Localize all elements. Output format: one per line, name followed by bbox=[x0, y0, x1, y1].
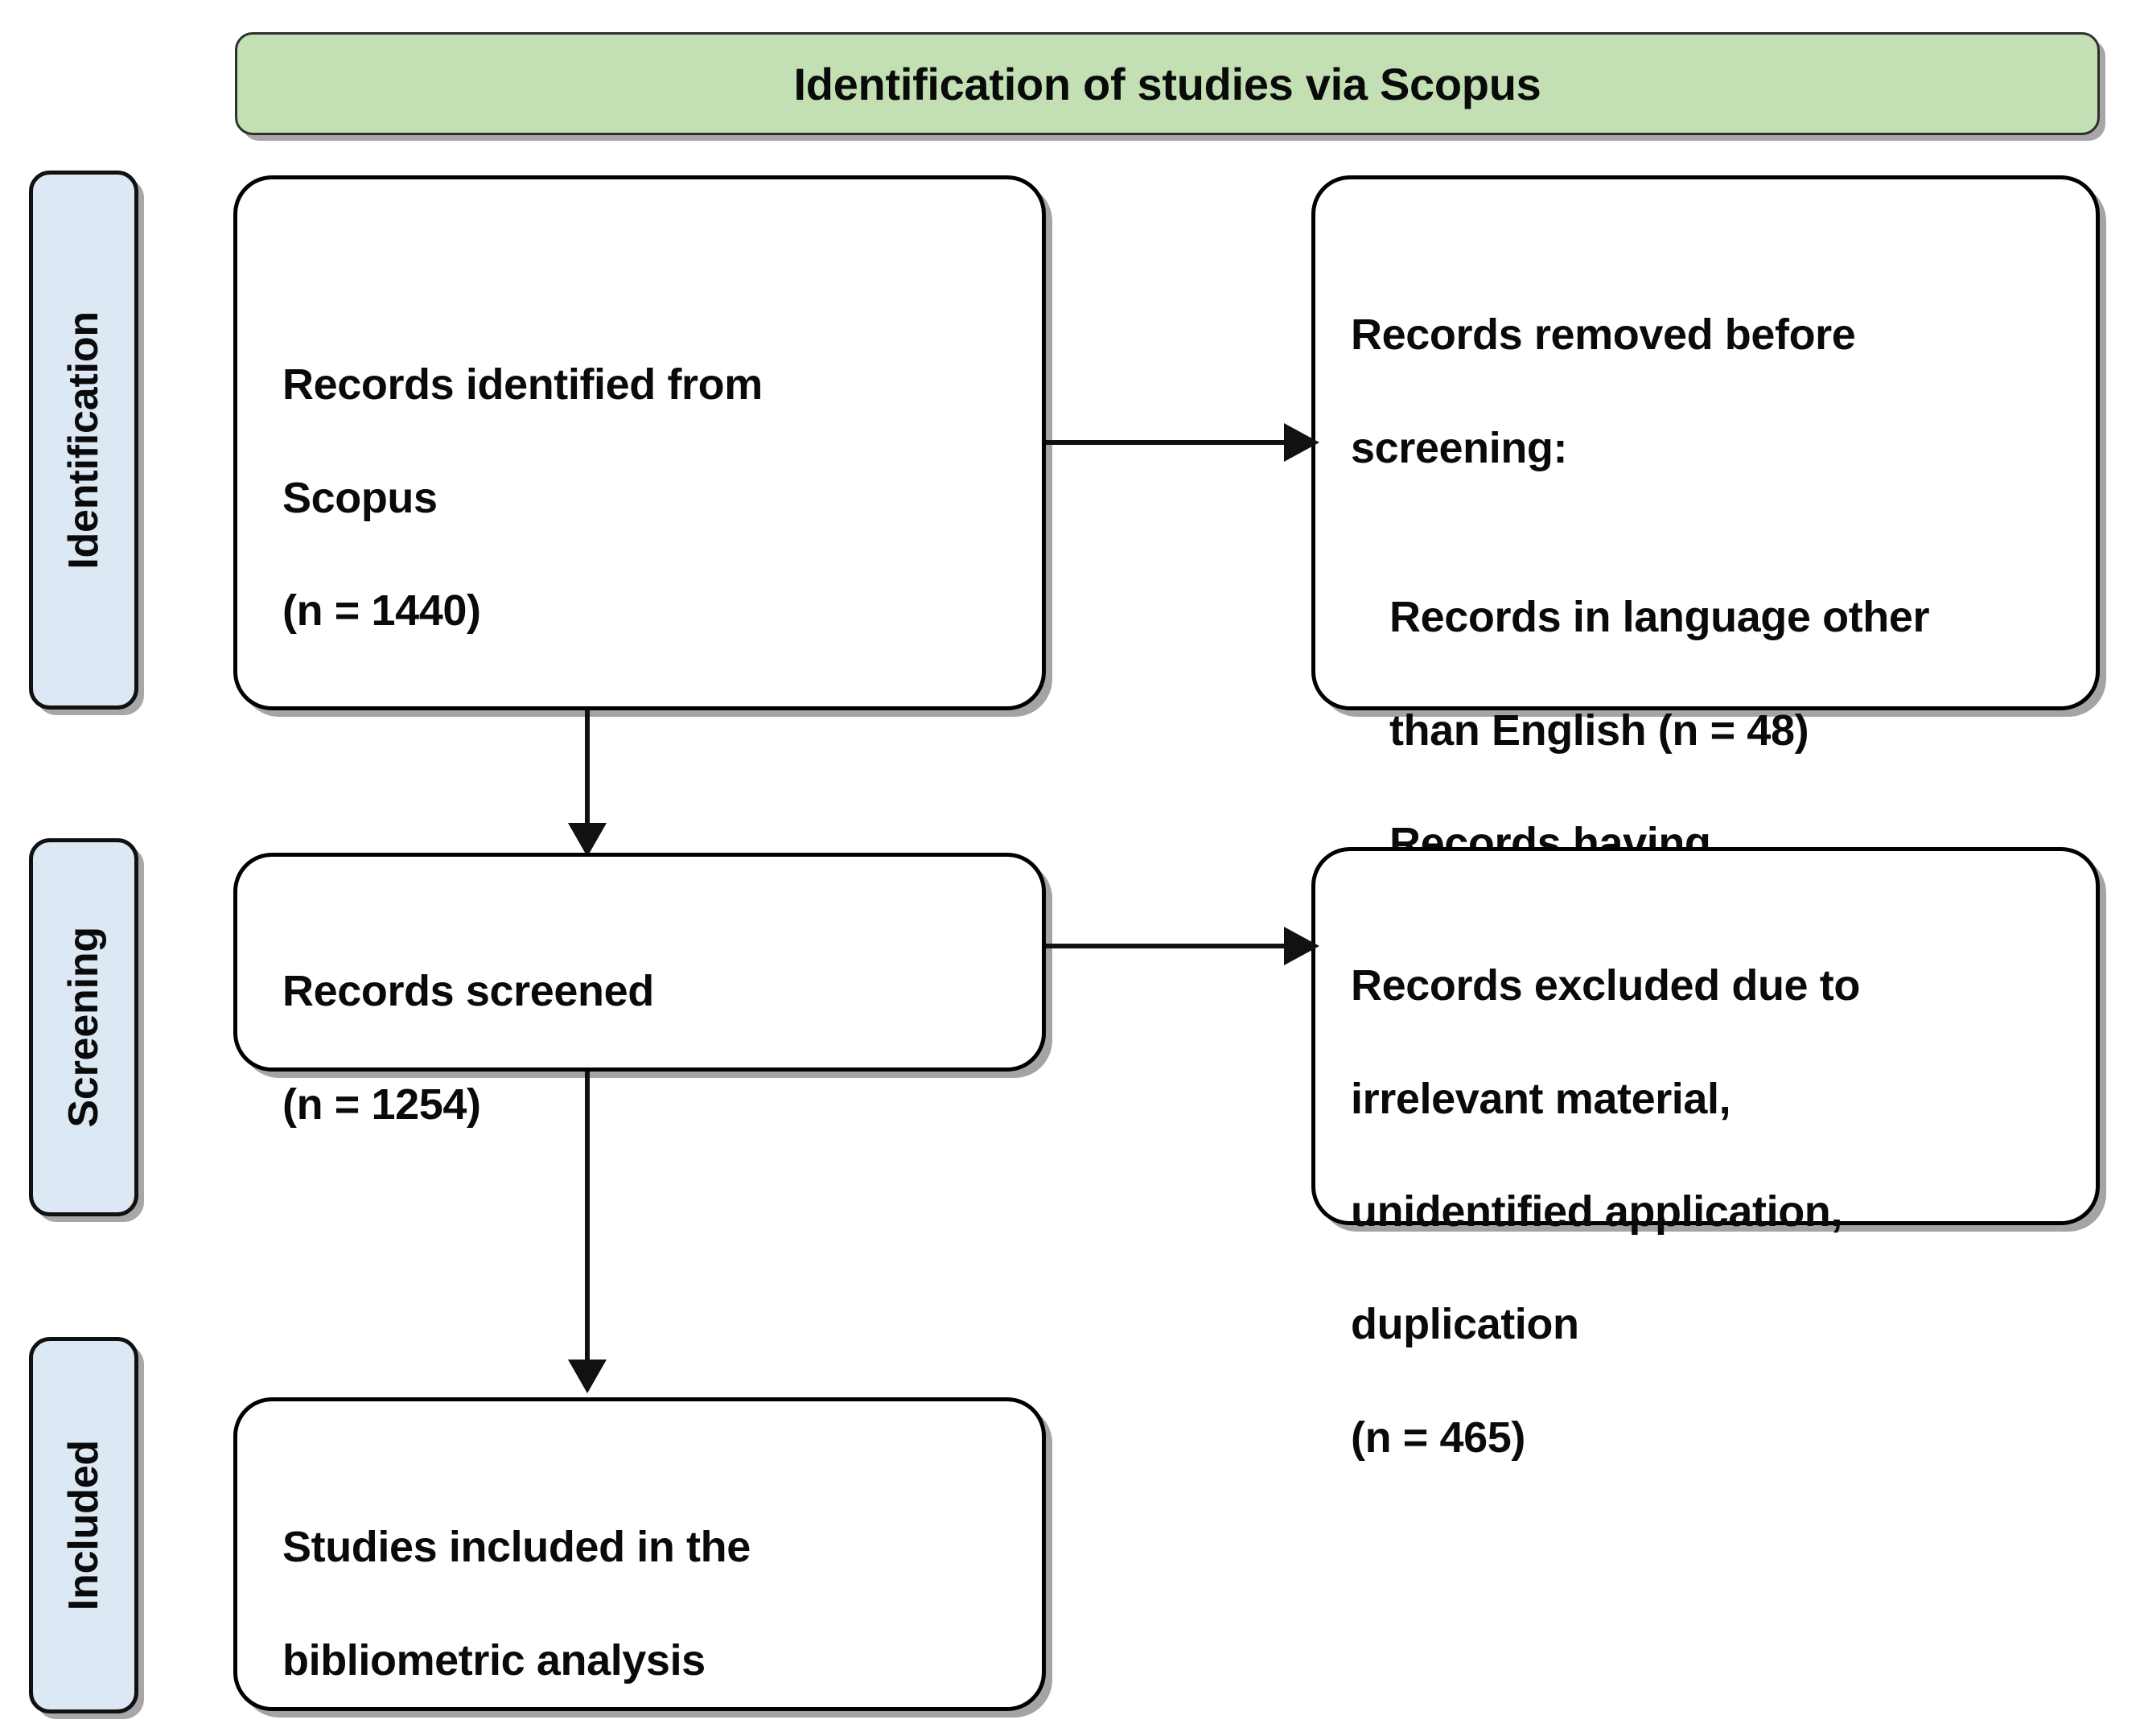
records-excluded-line2: irrelevant material, bbox=[1351, 1074, 1731, 1123]
box-records-screened: Records screened (n = 1254) bbox=[233, 853, 1046, 1129]
box-records-removed: Records removed before screening: Record… bbox=[1311, 175, 2100, 980]
records-screened-count: (n = 1254) bbox=[282, 1080, 481, 1129]
records-removed-line2: screening: bbox=[1351, 423, 1568, 472]
records-removed-line4: than English (n = 48) bbox=[1389, 706, 1809, 755]
stage-label-screening: Screening bbox=[60, 927, 107, 1128]
records-identified-count: (n = 1440) bbox=[282, 586, 481, 635]
records-removed-line1: Records removed before bbox=[1351, 311, 1856, 360]
records-identified-line1: Records identified from bbox=[282, 360, 763, 409]
stage-pill-included: Included bbox=[29, 1337, 138, 1713]
arrow-screened-to-excluded bbox=[1046, 922, 1319, 970]
page-title: Identification of studies via Scopus bbox=[793, 58, 1541, 109]
arrow-screened-to-included bbox=[563, 1072, 611, 1393]
arrow-identified-to-removed bbox=[1046, 418, 1319, 467]
records-excluded-count: (n = 465) bbox=[1351, 1413, 1525, 1462]
records-screened-line1: Records screened bbox=[282, 967, 654, 1016]
stage-pill-screening: Screening bbox=[29, 838, 138, 1216]
records-excluded-line4: duplication bbox=[1351, 1300, 1579, 1349]
records-excluded-line1: Records excluded due to bbox=[1351, 961, 1860, 1010]
box-records-identified: Records identified from Scopus (n = 1440… bbox=[233, 175, 1046, 710]
records-removed-line3: Records in language other bbox=[1389, 593, 1930, 642]
stage-pill-identification: Identification bbox=[29, 171, 138, 710]
stage-label-included: Included bbox=[60, 1439, 107, 1611]
arrow-identified-to-screened bbox=[563, 710, 611, 857]
box-records-excluded: Records excluded due to irrelevant mater… bbox=[1311, 847, 2100, 1462]
box-studies-included: Studies included in the bibliometric ana… bbox=[233, 1397, 1046, 1711]
header-band: Identification of studies via Scopus bbox=[235, 32, 2100, 135]
stage-label-identification: Identification bbox=[60, 311, 107, 570]
records-excluded-line3: unidentified application, bbox=[1351, 1187, 1843, 1236]
studies-included-line2: bibliometric analysis bbox=[282, 1635, 706, 1685]
studies-included-line1: Studies included in the bbox=[282, 1523, 751, 1572]
records-identified-line2: Scopus bbox=[282, 473, 438, 522]
